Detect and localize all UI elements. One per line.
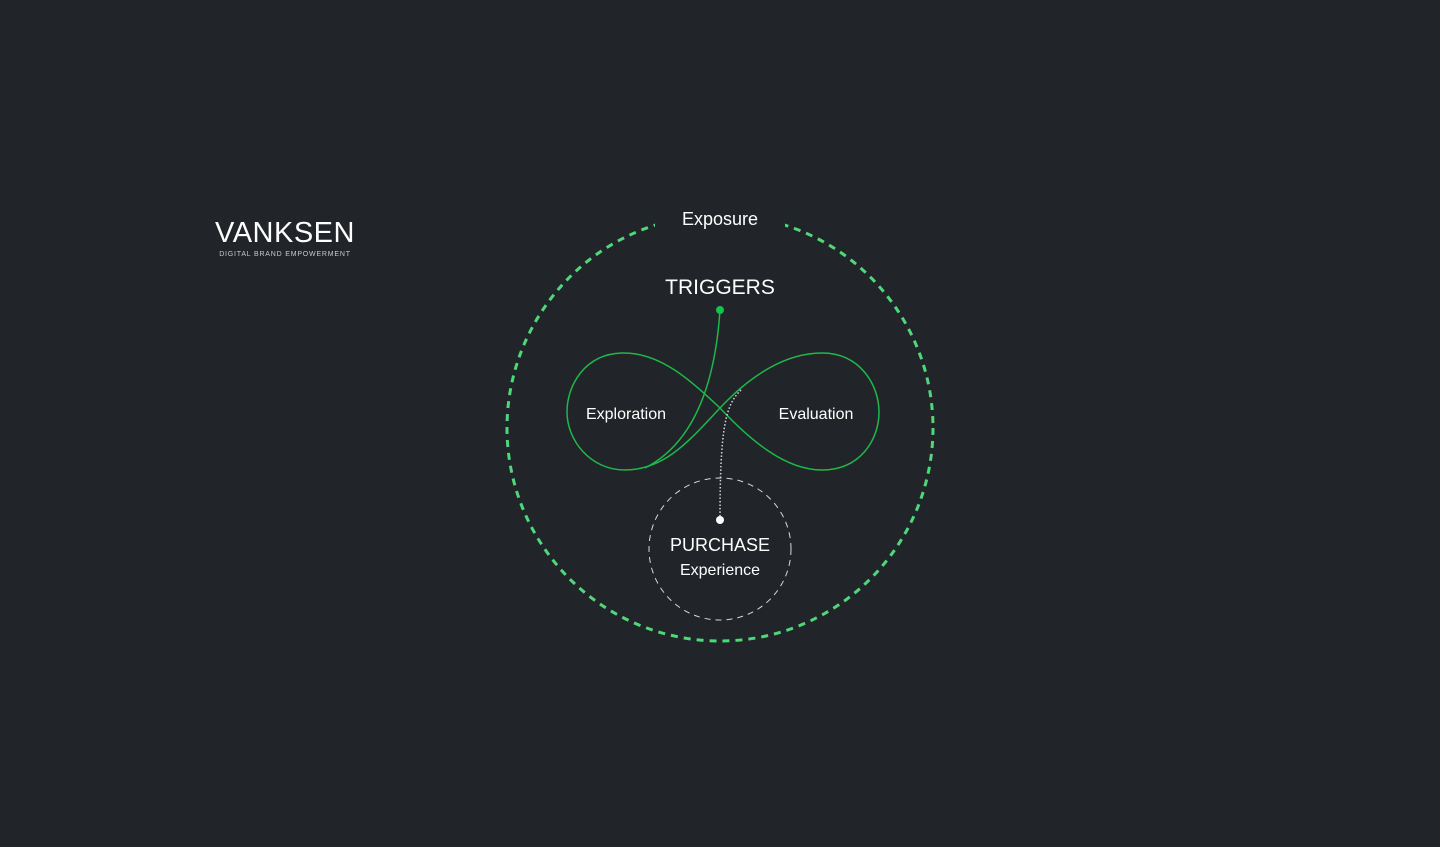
trigger-dot bbox=[716, 306, 724, 314]
purchase-title: PURCHASE bbox=[670, 535, 770, 555]
vanksen-logo: VANKSEN DIGITAL BRAND EMPOWERMENT bbox=[196, 218, 374, 258]
trigger-path bbox=[644, 309, 721, 469]
triggers-label: TRIGGERS bbox=[665, 276, 775, 299]
exposure-label: Exposure bbox=[682, 209, 758, 229]
logo-wordmark: VANKSEN bbox=[196, 218, 374, 248]
purchase-ring bbox=[648, 477, 792, 621]
purchase-connector bbox=[719, 389, 742, 521]
purchase-dot bbox=[716, 516, 724, 524]
purchase-subtitle: Experience bbox=[680, 562, 760, 579]
exploration-label: Exploration bbox=[586, 406, 666, 423]
infinity-loop bbox=[566, 352, 880, 471]
evaluation-label: Evaluation bbox=[779, 406, 854, 423]
logo-wordmark-text: VANKSEN bbox=[215, 217, 355, 249]
logo-tagline: DIGITAL BRAND EMPOWERMENT bbox=[219, 251, 351, 258]
exposure-label-gap bbox=[655, 200, 785, 235]
